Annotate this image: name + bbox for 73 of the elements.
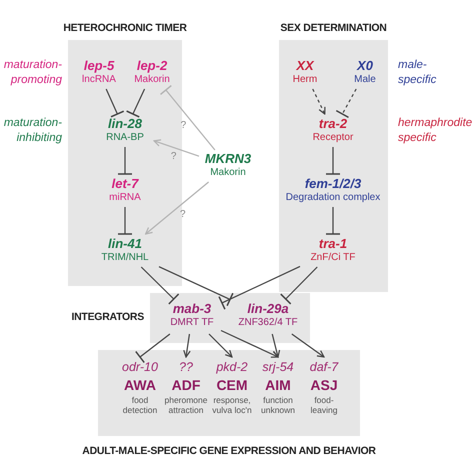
arrow <box>145 182 209 235</box>
gene-description: Male <box>354 73 376 86</box>
inhibition-line <box>280 266 318 305</box>
gene-description: lncRNA <box>82 73 116 86</box>
inhibition-line <box>117 147 133 175</box>
gene-name: odr-10 <box>122 360 158 375</box>
side-label: maturation-inhibiting <box>2 116 62 146</box>
gene-description: ZnF/Ci TF <box>310 251 356 264</box>
edge-label: ? <box>180 120 186 132</box>
gene-description: Makorin <box>210 166 246 179</box>
inhibition-line <box>126 88 146 118</box>
arrow <box>153 139 200 157</box>
side-label: male-specific <box>398 58 438 88</box>
gene-name: lin-29a <box>247 301 289 316</box>
neuron-name: ASJ <box>310 377 338 394</box>
gene-description: Makorin <box>134 73 170 86</box>
function-text: food-leaving <box>310 395 338 415</box>
gene-name: lep-5 <box>84 58 114 73</box>
side-label: maturation-promoting <box>2 58 62 88</box>
neuron-name: CEM <box>216 377 248 394</box>
panel-heading: INTEGRATORS <box>71 310 144 325</box>
gene-name: tra-1 <box>318 236 348 251</box>
gene-description: DMRT TF <box>170 316 214 329</box>
gene-name: fem-1/2/3 <box>304 176 362 191</box>
gene-name: lin-41 <box>108 236 142 251</box>
neuron-name: AIM <box>265 377 291 394</box>
inhibition-line <box>117 207 133 235</box>
gene-name: mab-3 <box>172 301 212 316</box>
arrow <box>183 334 191 358</box>
panel-heading: SEX DETERMINATION <box>280 21 387 36</box>
gene-description: miRNA <box>109 191 141 204</box>
panel-heading: HETEROCHRONIC TIMER <box>63 21 187 36</box>
gene-name: tra-2 <box>318 116 348 131</box>
inhibition-line <box>134 334 170 364</box>
gene-name: ?? <box>179 360 193 375</box>
function-text: pheromone attraction <box>163 395 208 415</box>
side-label: hermaphrodite specific <box>398 116 474 146</box>
gene-name: XX <box>296 58 314 73</box>
edge-label: ? <box>170 151 176 164</box>
function-text: function unknown <box>260 395 296 415</box>
gene-name: X0 <box>357 58 373 73</box>
gene-name: srj-54 <box>262 360 294 375</box>
arrow <box>272 334 280 358</box>
arrow <box>208 334 233 358</box>
gene-name: daf-7 <box>310 360 338 375</box>
panel-heading: ADULT-MALE-SPECIFIC GENE EXPRESSION AND BEHAVIOR <box>82 444 376 459</box>
inhibition-line <box>325 207 341 235</box>
gene-description: TRIM/NHL <box>101 251 149 264</box>
gene-name: lin-28 <box>108 116 142 131</box>
inhibition-line <box>336 88 357 118</box>
arrow <box>312 88 326 115</box>
gene-description: Degradation complex <box>286 191 380 204</box>
inhibition-line <box>160 84 216 150</box>
gene-description: Receptor <box>312 131 354 144</box>
inhibition-line <box>158 266 234 307</box>
gene-description: Herm <box>292 73 318 86</box>
neuron-name: AWA <box>124 377 156 394</box>
arrow <box>220 330 279 358</box>
gene-name: lep-2 <box>136 58 168 73</box>
gene-name: MKRN3 <box>204 151 252 166</box>
inhibition-line <box>106 88 125 118</box>
function-text: food detection <box>122 395 158 415</box>
gene-name: pkd-2 <box>216 360 248 375</box>
inhibition-line <box>218 266 300 310</box>
inhibition-line <box>140 266 180 305</box>
gene-name: let-7 <box>112 176 138 191</box>
neuron-name: ADF <box>172 377 200 394</box>
arrow <box>291 334 325 358</box>
gene-description: RNA-BP <box>106 131 144 144</box>
gene-description: ZNF362/4 TF <box>238 316 298 329</box>
function-text: response, vulva loc'n <box>211 395 253 415</box>
edge-label: ? <box>180 208 186 221</box>
inhibition-line <box>325 147 341 175</box>
